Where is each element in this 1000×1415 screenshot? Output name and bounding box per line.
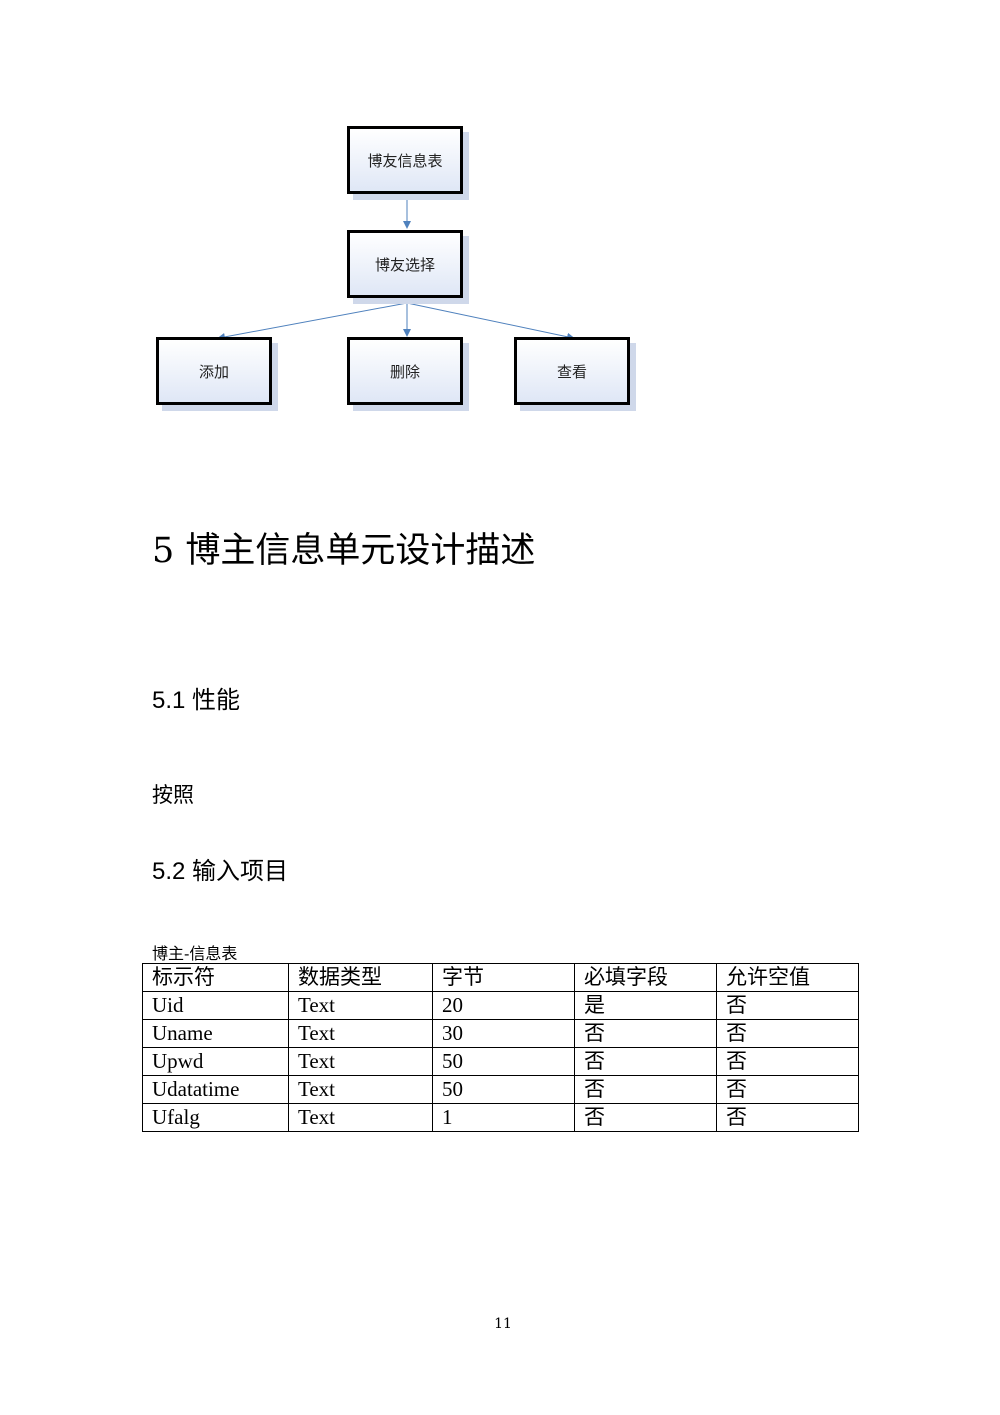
cell-bytes: 50 <box>432 1075 575 1104</box>
table-row: Upwd Text 50 否 否 <box>142 1047 859 1076</box>
node-label: 删除 <box>389 362 420 381</box>
cell-required: 否 <box>574 1103 717 1132</box>
cell-data-type: Text <box>288 1019 433 1048</box>
cell-identifier: Udatatime <box>142 1075 289 1104</box>
cell-data-type: Text <box>288 1103 433 1132</box>
cell-required: 是 <box>574 991 717 1020</box>
cell-data-type: Text <box>288 1075 433 1104</box>
table-row: Uid Text 20 是 否 <box>142 991 859 1020</box>
cell-required: 否 <box>574 1019 717 1048</box>
table-row: Udatatime Text 50 否 否 <box>142 1075 859 1104</box>
node-view: 查看 <box>514 337 630 405</box>
node-label: 博友选择 <box>374 255 435 274</box>
cell-bytes: 20 <box>432 991 575 1020</box>
cell-data-type: Text <box>288 991 433 1020</box>
page-number: 11 <box>494 1316 512 1332</box>
connector-select-to-add <box>217 302 408 341</box>
header-data-type: 数据类型 <box>288 963 433 992</box>
section-5-2-heading: 5.2 输入项目 <box>152 858 289 885</box>
node-add: 添加 <box>156 337 272 405</box>
table-header-row: 标示符 数据类型 字节 必填字段 允许空值 <box>142 963 859 992</box>
section-5-1-heading: 5.1 性能 <box>152 687 241 714</box>
cell-nullable: 否 <box>716 1019 859 1048</box>
node-friend-info-table: 博友信息表 <box>347 126 463 194</box>
performance-paragraph: 按照 <box>152 783 194 807</box>
diagram-connectors <box>217 199 575 341</box>
cell-bytes: 50 <box>432 1047 575 1076</box>
header-nullable: 允许空值 <box>716 963 859 992</box>
header-identifier: 标示符 <box>142 963 289 992</box>
cell-identifier: Uid <box>142 991 289 1020</box>
node-label: 添加 <box>198 362 229 381</box>
section-5-heading: 5 博主信息单元设计描述 <box>152 531 536 571</box>
cell-bytes: 30 <box>432 1019 575 1048</box>
header-bytes: 字节 <box>432 963 575 992</box>
connector-select-to-view <box>406 302 575 341</box>
cell-nullable: 否 <box>716 1103 859 1132</box>
node-label: 查看 <box>556 362 587 381</box>
table-row: Ufalg Text 1 否 否 <box>142 1103 859 1132</box>
node-friend-select: 博友选择 <box>347 230 463 298</box>
table-row: Uname Text 30 否 否 <box>142 1019 859 1048</box>
cell-identifier: Upwd <box>142 1047 289 1076</box>
header-required: 必填字段 <box>574 963 717 992</box>
cell-required: 否 <box>574 1047 717 1076</box>
node-label: 博友信息表 <box>367 151 443 170</box>
cell-nullable: 否 <box>716 1047 859 1076</box>
cell-data-type: Text <box>288 1047 433 1076</box>
flow-diagram: 博友信息表 博友选择 添加 删除 查看 <box>0 0 1000 440</box>
cell-bytes: 1 <box>432 1103 575 1132</box>
blogger-info-table: 标示符 数据类型 字节 必填字段 允许空值 Uid Text 20 是 否 Un… <box>142 963 859 1132</box>
node-delete: 删除 <box>347 337 463 405</box>
cell-identifier: Uname <box>142 1019 289 1048</box>
table-caption: 博主-信息表 <box>152 944 238 963</box>
cell-identifier: Ufalg <box>142 1103 289 1132</box>
cell-nullable: 否 <box>716 1075 859 1104</box>
cell-required: 否 <box>574 1075 717 1104</box>
cell-nullable: 否 <box>716 991 859 1020</box>
